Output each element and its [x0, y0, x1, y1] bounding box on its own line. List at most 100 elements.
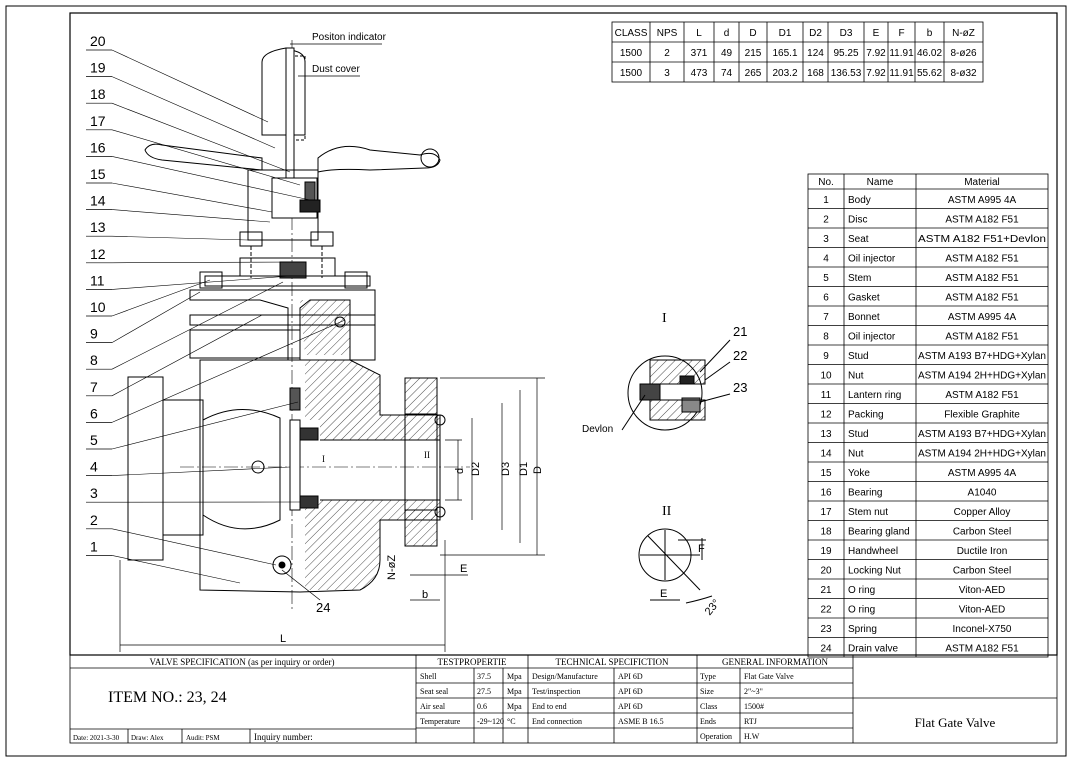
flange-hole-top: [434, 414, 446, 426]
dust-cover-label: Dust cover: [312, 64, 360, 75]
valve-cross-section: [127, 40, 470, 610]
part-callout-number: 1: [90, 538, 98, 554]
mat-table-material: Ductile Iron: [957, 546, 1008, 557]
dim-table-header: D1: [779, 28, 792, 39]
part-callout-leader: [111, 182, 273, 213]
item-number: ITEM NO.: 23, 24: [108, 689, 227, 706]
mat-table-no: 11: [821, 390, 832, 401]
mat-table-header: Material: [964, 177, 1000, 188]
bonnet: [189, 289, 376, 361]
mat-table-name: Body: [848, 195, 871, 206]
stud-nut-right: [310, 231, 334, 247]
dim-table-cell: 7.92: [866, 68, 886, 79]
callout-24-leader: [281, 569, 321, 601]
mat-table-no: 2: [823, 215, 829, 226]
mat-table-name: Oil injector: [848, 332, 896, 343]
part-callout-number: 18: [90, 86, 106, 102]
dim-table-header: b: [927, 28, 933, 39]
dim-D1: D1: [518, 462, 530, 476]
part-callout-leader: [111, 555, 241, 584]
handwheel-knob: [420, 148, 440, 168]
flange-hole-bottom: [434, 506, 446, 518]
dust-cover: [295, 55, 306, 141]
part-callout-number: 19: [90, 60, 106, 76]
part-callout-number: 13: [90, 219, 106, 235]
test-row-unit: Mpa: [507, 702, 522, 711]
part-callout-leader: [111, 314, 263, 397]
part-callout-leader: [111, 129, 301, 186]
dim-table-cell: 124: [807, 48, 824, 59]
part-callout-leader: [111, 291, 201, 343]
tech-row-label: End to end: [532, 702, 567, 711]
mat-table-no: 9: [823, 351, 829, 362]
mat-table-name: Seat: [848, 234, 869, 245]
dim-table-header: D2: [809, 28, 822, 39]
mat-table-no: 12: [820, 410, 832, 421]
general-row-value: H.W: [744, 732, 760, 741]
stud-nut-left: [239, 231, 263, 247]
general-row-label: Operation: [700, 732, 732, 741]
mat-table-name: Spring: [848, 624, 877, 635]
dim-table-cell: 168: [807, 68, 824, 79]
right-dimensions: [119, 377, 545, 652]
gate-disc: [289, 419, 301, 511]
bearing: [299, 199, 321, 213]
section-mark-1: I: [322, 454, 325, 464]
dim-table-cell: 8-ø32: [950, 68, 977, 79]
test-row-value: 0.6: [477, 702, 487, 711]
part-callout-leader: [111, 235, 249, 241]
dim-table-cell: 371: [691, 48, 708, 59]
part-callout-leader: [111, 279, 211, 317]
test-row-unit: °C: [507, 717, 516, 726]
mat-table-border: [807, 173, 1049, 658]
left-body-curve: [202, 409, 281, 530]
dim-table-cell: 11.91: [889, 68, 914, 79]
test-row-unit: Mpa: [507, 687, 522, 696]
part-callout-number: 10: [90, 299, 106, 315]
part-callout-leader: [111, 102, 291, 173]
body-lower-hatch: [305, 500, 440, 590]
mat-table-name: Packing: [848, 410, 884, 421]
dim-D2: D2: [470, 462, 482, 476]
dim-table-header: d: [724, 28, 730, 39]
mat-table-no: 5: [823, 273, 829, 284]
part-callout-leader: [111, 209, 271, 223]
mat-table-material: ASTM A193 B7+HDG+Xylan: [918, 351, 1046, 362]
test-header: TESTPROPERTIE: [438, 657, 507, 667]
general-row-label: Type: [700, 672, 716, 681]
detail-2-label: II: [662, 504, 672, 519]
mat-table-name: Nut: [848, 371, 864, 382]
mat-table-material: Carbon Steel: [953, 527, 1011, 538]
mat-table-no: 23: [820, 624, 832, 635]
mat-table-name: Stud: [848, 351, 869, 362]
mat-table-header: No.: [818, 177, 834, 188]
title-block: [69, 654, 1058, 744]
mat-table-name: Drain valve: [848, 644, 898, 655]
dim-table-header: NPS: [657, 28, 678, 39]
oil-injector-bonnet: [334, 316, 346, 328]
part-callout-number: 4: [90, 459, 98, 475]
mat-table-no: 10: [820, 371, 832, 382]
dim-F: F: [698, 543, 705, 555]
dim-table-cell: 215: [745, 48, 762, 59]
tech-row-value: ASME B 16.5: [618, 717, 664, 726]
mat-table-no: 19: [820, 546, 832, 557]
dim-angle: 23°: [703, 597, 723, 617]
part-callout-number: 6: [90, 405, 98, 421]
detail-2: [638, 528, 713, 604]
mat-table-name: Handwheel: [848, 546, 898, 557]
mat-table-name: Bonnet: [848, 312, 880, 323]
test-row-unit: Mpa: [507, 672, 522, 681]
part-callout-number: 17: [90, 113, 106, 129]
test-row-label: Shell: [420, 672, 437, 681]
mat-table-material: ASTM A182 F51: [945, 293, 1019, 304]
mat-table-name: Disc: [848, 215, 867, 226]
dim-E-detail: E: [660, 588, 667, 600]
mat-table-material: ASTM A182 F51: [945, 644, 1019, 655]
position-indicator-body: [261, 47, 306, 136]
dim-table-header: F: [898, 28, 904, 39]
dim-table-cell: 11.91: [889, 48, 914, 59]
section-mark-2: II: [424, 450, 430, 460]
mat-table-no: 22: [820, 605, 832, 616]
